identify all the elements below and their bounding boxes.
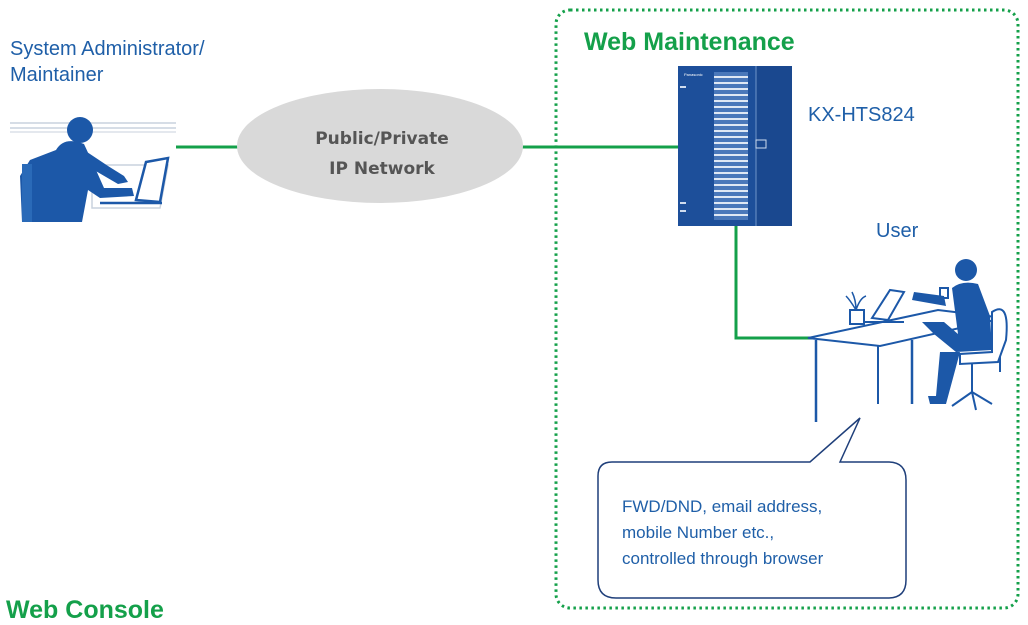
pbx-to-user-link	[734, 226, 812, 340]
ip-network-cloud	[237, 89, 523, 203]
network-label-line2: IP Network	[329, 159, 435, 179]
network-label: Public/Private IP Network	[242, 124, 522, 184]
network-label-line1: Public/Private	[315, 129, 449, 149]
admin-label-line1: System Administrator/	[10, 38, 205, 60]
callout-line: controlled through browser	[622, 549, 824, 568]
admin-workstation-icon	[10, 117, 176, 222]
web-maintenance-boundary	[554, 8, 1020, 610]
callout-text: FWD/DND, email address, mobile Number et…	[622, 494, 823, 572]
device-brand-logo: Panasonic	[684, 72, 703, 77]
user-desk-icon	[807, 259, 1008, 422]
device-model-label: KX-HTS824	[808, 104, 915, 126]
web-maintenance-title: Web Maintenance	[584, 28, 795, 56]
user-label: User	[876, 220, 919, 242]
admin-label: System Administrator/ Maintainer	[10, 36, 205, 88]
callout-line: mobile Number etc.,	[622, 523, 775, 542]
admin-label-line2: Maintainer	[10, 64, 104, 86]
callout-bubble	[597, 417, 907, 599]
callout-line: FWD/DND, email address,	[622, 497, 823, 516]
web-console-title: Web Console	[6, 596, 164, 624]
pbx-device-icon: Panasonic	[678, 66, 792, 226]
